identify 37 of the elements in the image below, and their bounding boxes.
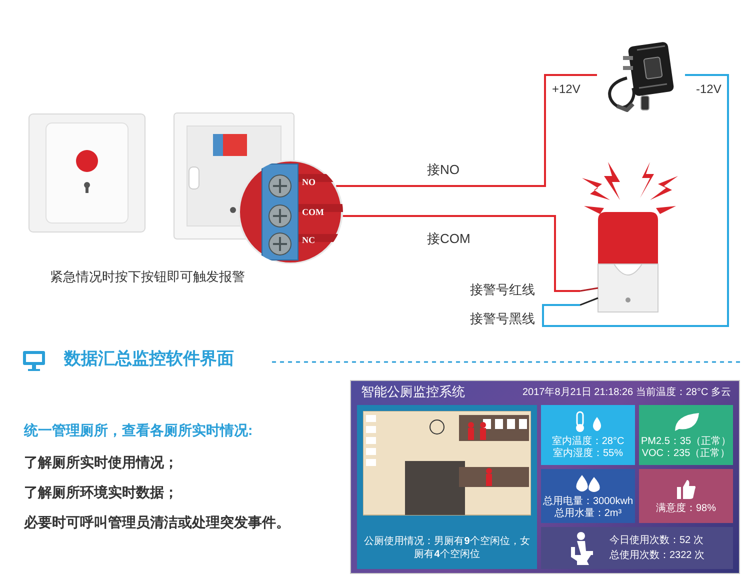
reading-text: 总用水量：2m³ xyxy=(554,508,622,519)
reading-text: PM2.5：35（正常） xyxy=(640,436,732,448)
wire-label: 接警号黑线 xyxy=(470,311,535,327)
app-title: 智能公厕监控系统 xyxy=(361,384,465,400)
status-text: 公厕使用情况：男厕有9个空闲位，女厕有4个空闲位 xyxy=(363,535,531,561)
section-heading: 数据汇总监控软件界面 xyxy=(64,349,234,370)
voltage-label: -12V xyxy=(696,82,722,96)
wire-label: 接警号红线 xyxy=(470,282,535,298)
datetime-text: 2017年8月21日 21:18:26 当前温度：28°C 多云 xyxy=(522,387,731,399)
utility-usage-tile xyxy=(541,469,635,523)
feature-text: 了解厕所实时使用情况； xyxy=(24,454,178,471)
reading-text: 室内温度：28°C xyxy=(552,436,624,448)
satisfaction-tile xyxy=(639,469,733,523)
edge-label: 接COM xyxy=(425,231,472,247)
floor-plan-panel xyxy=(357,405,537,569)
terminal-label: NO xyxy=(302,177,316,188)
intro-text: 统一管理厕所，查看各厕所实时情况: xyxy=(24,422,253,439)
voltage-label: +12V xyxy=(552,82,580,96)
usage-count-tile xyxy=(541,527,733,569)
terminal-label: NC xyxy=(302,235,315,246)
reading-text: 总使用次数：2322 次 xyxy=(609,550,705,561)
software-screenshot xyxy=(350,380,740,574)
reading-text: 室内湿度：55% xyxy=(552,448,623,459)
terminal-label: COM xyxy=(302,207,324,218)
wire xyxy=(342,215,580,292)
edge-label: 接NO xyxy=(425,162,462,178)
wire xyxy=(542,74,729,327)
air-quality-tile xyxy=(639,405,733,465)
reading-text: 今日使用次数：52 次 xyxy=(609,535,704,546)
reading-text: 总用电量：3000kwh xyxy=(542,496,634,508)
wire xyxy=(336,74,597,187)
feature-text: 必要时可呼叫管理员清洁或处理突发事件。 xyxy=(24,514,290,531)
reading-text: 满意度：98% xyxy=(656,502,716,514)
temperature-tile xyxy=(541,405,635,465)
caption: 紧急情况时按下按钮即可触发报警 xyxy=(50,269,245,285)
reading-text: VOC：235（正常） xyxy=(642,448,730,459)
feature-text: 了解厕所环境实时数据； xyxy=(24,484,178,501)
